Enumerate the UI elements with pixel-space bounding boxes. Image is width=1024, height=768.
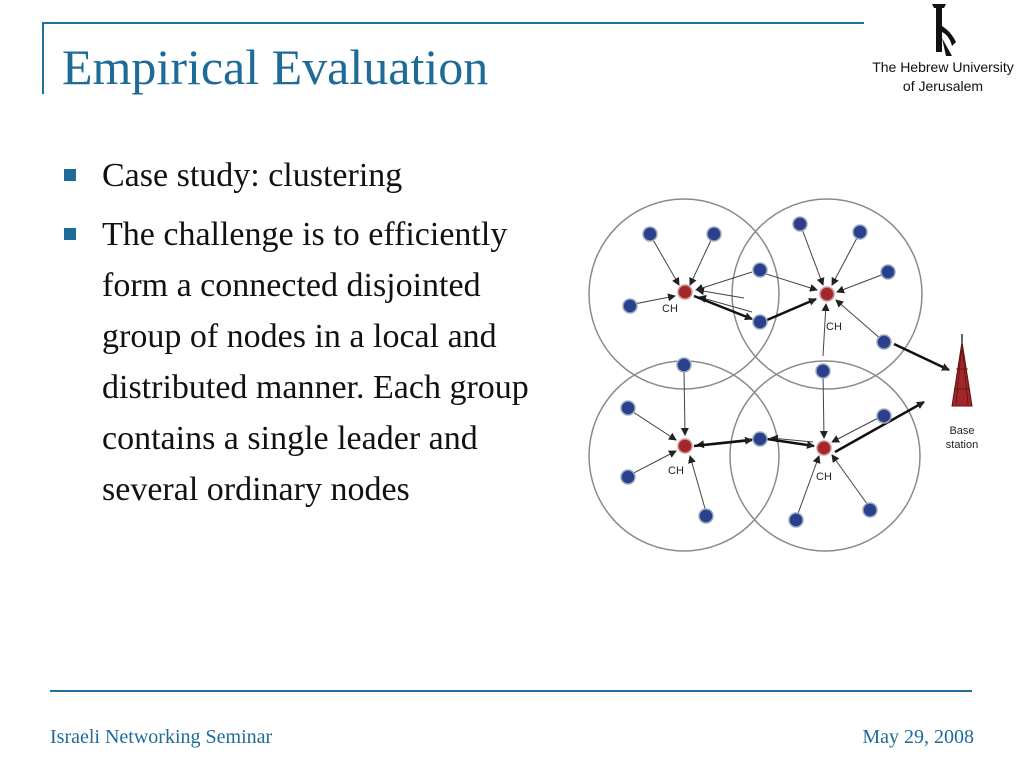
hebrew-university-emblem-icon xyxy=(932,4,956,56)
university-logo: The Hebrew University of Jerusalem xyxy=(862,0,1024,105)
membership-arrows xyxy=(627,228,885,520)
ordinary-node xyxy=(880,264,896,280)
title-frame xyxy=(42,22,864,94)
ordinary-node xyxy=(620,469,636,485)
ordinary-node xyxy=(752,314,768,330)
base-station-tower-icon xyxy=(951,334,973,407)
routing-arrows xyxy=(693,294,950,454)
clustering-diagram: CH CH CH CH Base station xyxy=(588,198,978,552)
ordinary-node xyxy=(706,226,722,242)
ordinary-node xyxy=(862,502,878,518)
cluster-head-node xyxy=(816,440,832,456)
cluster-head-label: CH xyxy=(668,465,684,477)
cluster-head-label: CH xyxy=(826,321,842,333)
ordinary-node xyxy=(788,512,804,528)
bullet-list: Case study: clustering The challenge is … xyxy=(62,150,562,523)
base-station-label-line1: Base xyxy=(949,425,974,437)
ordinary-node xyxy=(642,226,658,242)
ordinary-node xyxy=(752,431,768,447)
footer-rule xyxy=(50,690,972,692)
logo-line-2: of Jerusalem xyxy=(902,78,984,94)
cluster-head-node xyxy=(677,284,693,300)
ordinary-node xyxy=(752,262,768,278)
ordinary-node xyxy=(622,298,638,314)
footer-seminar-name: Israeli Networking Seminar xyxy=(50,726,273,748)
ordinary-node xyxy=(876,408,892,424)
ordinary-node xyxy=(698,508,714,524)
ordinary-node xyxy=(815,363,831,379)
cluster-head-label: CH xyxy=(816,471,832,483)
base-station-label-line2: station xyxy=(946,439,978,451)
cluster-head-node xyxy=(677,438,693,454)
square-bullet-icon xyxy=(64,169,76,181)
ordinary-node xyxy=(792,216,808,232)
bullet-item: The challenge is to efficiently form a c… xyxy=(62,209,562,515)
ordinary-node xyxy=(852,224,868,240)
cluster-heads xyxy=(677,284,835,456)
ordinary-node xyxy=(620,400,636,416)
bullet-item: Case study: clustering xyxy=(62,150,562,201)
square-bullet-icon xyxy=(64,228,76,240)
cluster-head-label: CH xyxy=(662,303,678,315)
bullet-text: Case study: clustering xyxy=(102,157,403,194)
cluster-head-node xyxy=(819,286,835,302)
ordinary-nodes xyxy=(620,216,896,528)
footer-date: May 29, 2008 xyxy=(862,726,974,748)
cluster-circle xyxy=(731,198,923,390)
logo-text: The Hebrew University of Jerusalem xyxy=(862,58,1024,96)
slide-title: Empirical Evaluation xyxy=(62,39,489,95)
logo-line-1: The Hebrew University xyxy=(872,59,1014,75)
bullet-text: The challenge is to efficiently form a c… xyxy=(102,216,529,508)
ordinary-node xyxy=(676,357,692,373)
cluster-circle xyxy=(729,360,921,552)
ordinary-node xyxy=(876,334,892,350)
